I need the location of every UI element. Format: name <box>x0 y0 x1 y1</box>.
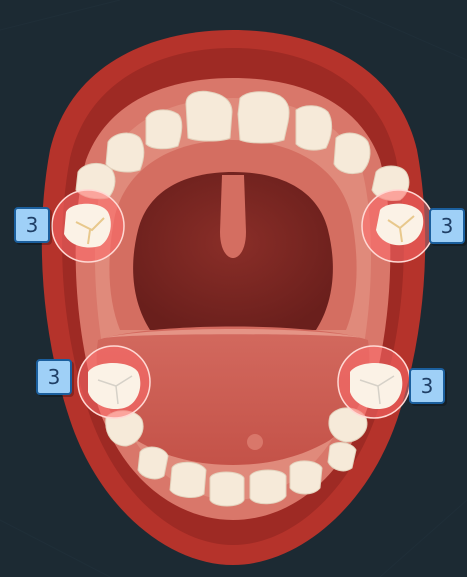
highlight-lower-left[interactable] <box>78 346 150 418</box>
tooth <box>138 447 168 479</box>
uvula <box>220 175 246 258</box>
count-badge-lower-right[interactable]: 3 <box>409 368 445 404</box>
molar-upper-left <box>64 204 111 248</box>
count-badge-upper-left[interactable]: 3 <box>14 207 50 243</box>
tooth <box>170 462 206 497</box>
highlight-upper-right[interactable] <box>362 190 434 262</box>
highlight-upper-left[interactable] <box>52 190 124 262</box>
tooth <box>290 461 322 494</box>
tooth <box>106 133 144 172</box>
tooth <box>238 92 289 143</box>
molar-upper-right <box>376 204 423 246</box>
highlight-lower-right[interactable] <box>338 346 410 418</box>
tooth <box>296 106 332 150</box>
tooth <box>334 133 370 174</box>
count-badge-lower-left[interactable]: 3 <box>36 359 72 395</box>
tooth <box>250 470 286 504</box>
tooth <box>146 110 182 149</box>
tooth <box>328 443 356 471</box>
tongue-frenulum <box>247 434 263 450</box>
tooth <box>210 472 244 506</box>
count-badge-upper-right[interactable]: 3 <box>429 208 465 244</box>
tooth <box>186 91 232 141</box>
